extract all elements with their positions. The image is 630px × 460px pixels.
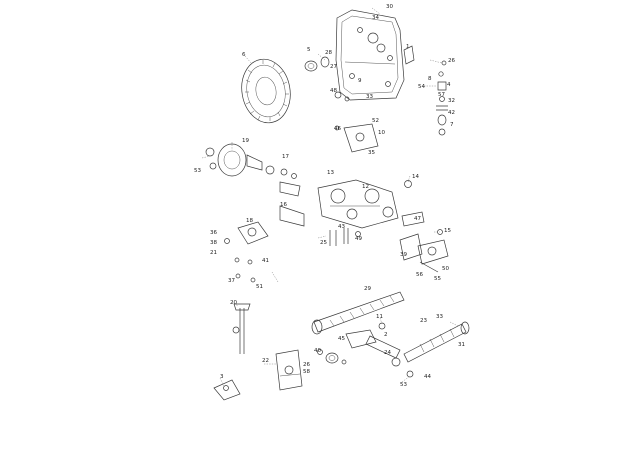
callout: 8 bbox=[428, 76, 432, 82]
callout: 53 bbox=[194, 168, 201, 174]
callout: 22 bbox=[262, 358, 269, 364]
hub-assembly-left bbox=[205, 143, 301, 197]
callout: 15 bbox=[444, 228, 451, 234]
callout: 42 bbox=[448, 110, 455, 116]
lever-cluster-right bbox=[399, 211, 449, 273]
callout: 26 bbox=[448, 58, 455, 64]
feed-screw-shaft bbox=[311, 291, 405, 335]
callout: 36 bbox=[210, 230, 217, 236]
callout: 46 bbox=[334, 126, 341, 132]
callout: 57 bbox=[438, 92, 445, 98]
long-bolt bbox=[232, 303, 251, 354]
callout: 43 bbox=[338, 224, 345, 230]
callout: 48 bbox=[330, 88, 337, 94]
pin-set-center bbox=[329, 228, 361, 246]
callout: 53 bbox=[400, 382, 407, 388]
callout: 47 bbox=[414, 216, 421, 222]
callout: 29 bbox=[364, 286, 371, 292]
fastener-column-right bbox=[436, 60, 448, 136]
callout: 40 bbox=[314, 348, 321, 354]
callout: 13 bbox=[327, 170, 334, 176]
callout: 3 bbox=[220, 374, 224, 380]
callout-labels: 30 34 5 28 1 26 6 27 4 8 32 42 7 48 9 33… bbox=[194, 4, 465, 388]
callout: 56 bbox=[416, 272, 423, 278]
mount-bracket-left bbox=[224, 205, 305, 283]
bushing-set-top bbox=[304, 56, 350, 102]
callout: 54 bbox=[418, 84, 425, 90]
callout: 33 bbox=[366, 94, 373, 100]
callout: 34 bbox=[372, 15, 379, 21]
callout: 23 bbox=[420, 318, 427, 324]
callout: 7 bbox=[450, 122, 454, 128]
callout: 28 bbox=[325, 50, 332, 56]
callout: 20 bbox=[230, 300, 237, 306]
callout: 32 bbox=[448, 98, 455, 104]
callout: 4 bbox=[447, 82, 451, 88]
callout: 41 bbox=[262, 258, 269, 264]
callout: 21 bbox=[210, 250, 217, 256]
shift-fork bbox=[345, 322, 414, 378]
callout: 19 bbox=[242, 138, 249, 144]
housing-cover bbox=[335, 9, 415, 101]
callout: 30 bbox=[386, 4, 393, 10]
callout: 38 bbox=[210, 240, 217, 246]
callout: 17 bbox=[282, 154, 289, 160]
callout: 49 bbox=[355, 236, 362, 242]
callout: 2 bbox=[384, 332, 388, 338]
callout: 55 bbox=[434, 276, 441, 282]
ring-gear bbox=[241, 58, 291, 124]
callout: 27 bbox=[330, 64, 337, 70]
callout: 18 bbox=[246, 218, 253, 224]
callout: 16 bbox=[280, 202, 287, 208]
callout: 52 bbox=[372, 118, 379, 124]
small-lever bbox=[213, 379, 241, 401]
callout: 31 bbox=[458, 342, 465, 348]
callout: 45 bbox=[338, 336, 345, 342]
callout: 39 bbox=[400, 252, 407, 258]
leader-lines bbox=[201, 7, 459, 387]
callout: 14 bbox=[412, 174, 419, 180]
callout: 24 bbox=[384, 350, 391, 356]
threaded-rod-right bbox=[403, 321, 470, 363]
callout: 12 bbox=[362, 184, 369, 190]
callout: 50 bbox=[442, 266, 449, 272]
callout: 5 bbox=[307, 47, 311, 53]
callout: 1 bbox=[406, 44, 410, 50]
callout: 25 bbox=[320, 240, 327, 246]
clamp-block bbox=[334, 123, 379, 153]
lower-bracket bbox=[275, 349, 303, 391]
callout: 11 bbox=[376, 314, 383, 320]
callout: 51 bbox=[256, 284, 263, 290]
center-gear-block bbox=[317, 179, 412, 229]
callout: 9 bbox=[358, 78, 362, 84]
callout: 33 bbox=[436, 314, 443, 320]
callout: 37 bbox=[228, 278, 235, 284]
callout: 6 bbox=[242, 52, 246, 58]
callout: 26 bbox=[303, 362, 310, 368]
callout: 35 bbox=[368, 150, 375, 156]
callout: 44 bbox=[424, 374, 431, 380]
callout: 10 bbox=[378, 130, 385, 136]
callout: 58 bbox=[303, 369, 310, 375]
nut-washer-set bbox=[317, 349, 347, 365]
